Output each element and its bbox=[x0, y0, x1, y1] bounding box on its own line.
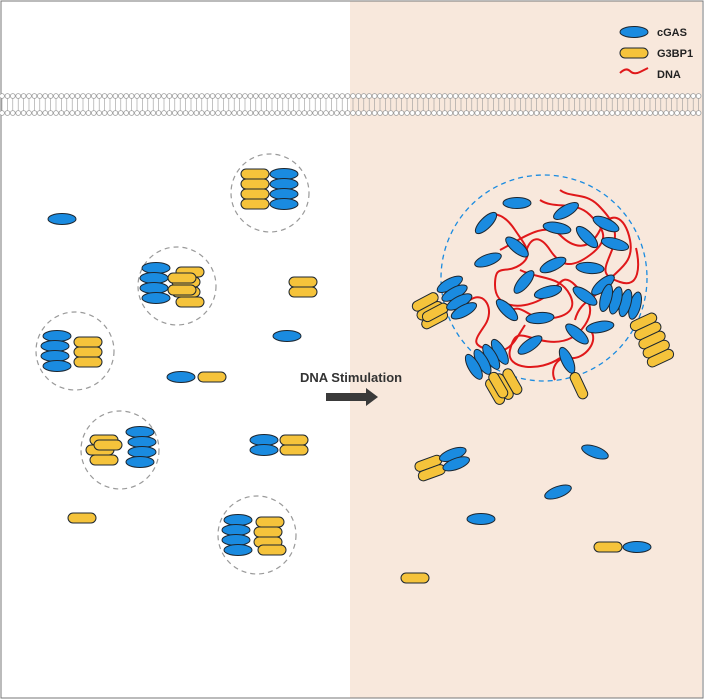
granule-upper-mid bbox=[137, 246, 217, 326]
legend: cGAS G3BP1 DNA bbox=[619, 26, 693, 81]
legend-cgas-icon bbox=[619, 26, 649, 38]
free-cgas bbox=[47, 213, 77, 225]
arrow-label: DNA Stimulation bbox=[300, 370, 402, 385]
free-cgas bbox=[466, 513, 496, 525]
legend-g3bp1-icon bbox=[619, 47, 649, 59]
free-g3bp1 bbox=[400, 572, 430, 584]
free-g3bp1-dimer bbox=[288, 276, 318, 298]
granule-left bbox=[35, 311, 115, 391]
free-cgas bbox=[272, 330, 302, 342]
granule-lower-mid bbox=[80, 410, 160, 490]
stimulation-arrow: DNA Stimulation bbox=[300, 370, 402, 406]
legend-dna-icon bbox=[619, 67, 649, 75]
dna-strand bbox=[469, 296, 526, 352]
granule-bottom bbox=[217, 495, 297, 575]
dna-droplet bbox=[440, 174, 648, 382]
legend-label-cgas: cGAS bbox=[657, 27, 687, 39]
legend-label-g3bp1: G3BP1 bbox=[657, 48, 693, 60]
dna-strand bbox=[559, 189, 639, 285]
free-g3bp1 bbox=[67, 512, 97, 524]
granule-top bbox=[230, 153, 310, 233]
cell-membrane bbox=[0, 93, 702, 116]
dna-strand bbox=[504, 269, 574, 320]
legend-label-dna: DNA bbox=[657, 69, 681, 81]
